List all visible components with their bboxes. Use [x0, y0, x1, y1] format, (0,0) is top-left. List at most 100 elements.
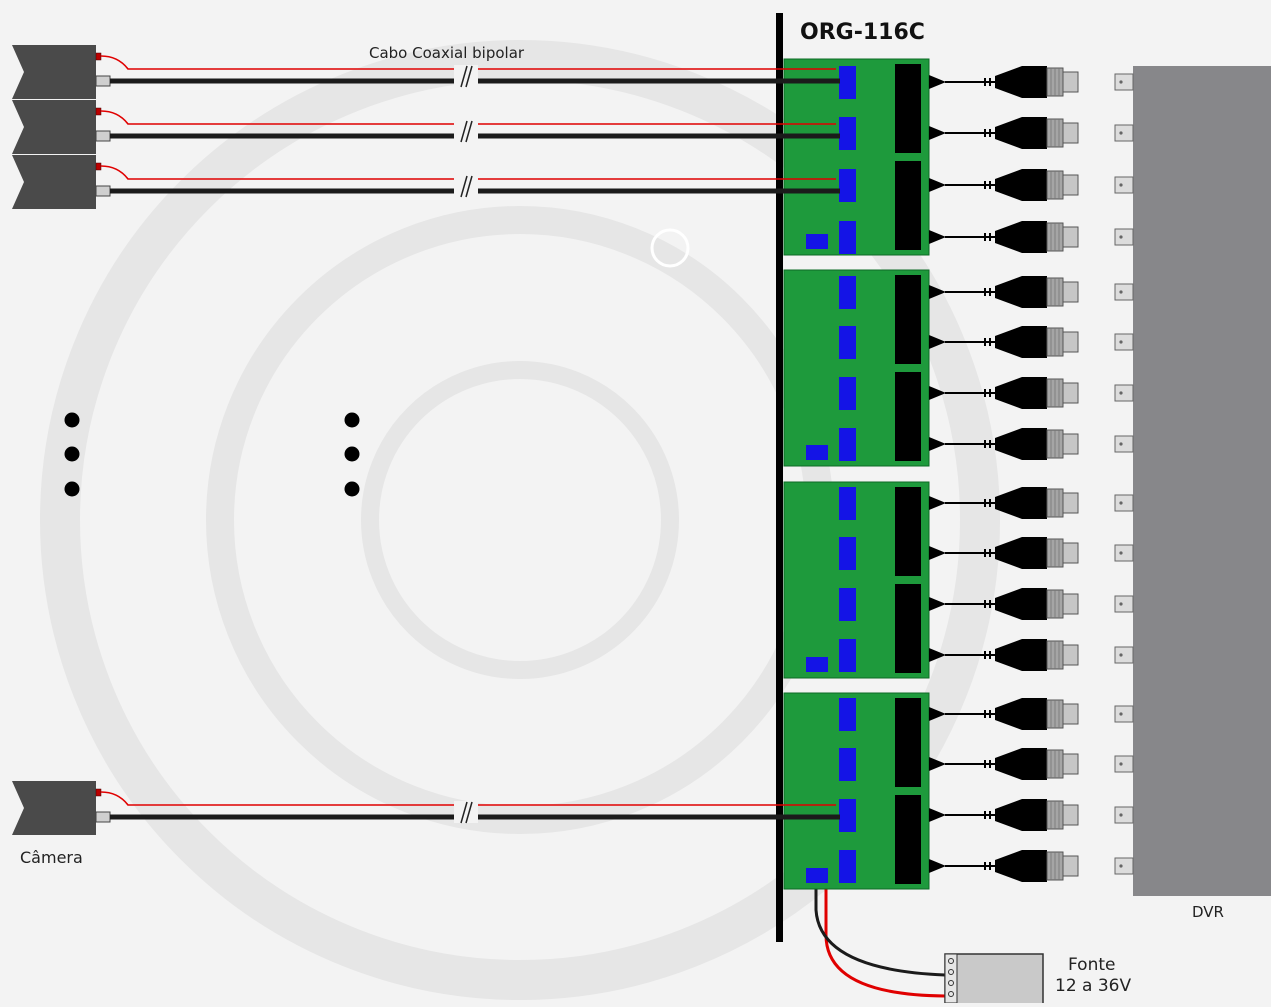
bnc-output-channel: [929, 66, 1079, 98]
output-arrow-icon: [929, 437, 946, 451]
balun-module: [839, 698, 856, 731]
bnc-output-channel: [929, 698, 1079, 730]
ellipsis-dots-icon: [344, 412, 360, 497]
wire-tick: [989, 78, 991, 86]
bnc-sleeve: [1062, 71, 1079, 93]
bnc-output-channel: [929, 117, 1079, 149]
dvr-input-connector-icon: [1114, 283, 1134, 301]
wire-tick: [984, 862, 986, 870]
bnc-sleeve: [1062, 753, 1079, 775]
dvr-bnc-input: [1114, 857, 1134, 875]
dvr-input-connector-icon: [1114, 73, 1134, 91]
dot: [344, 481, 360, 497]
camera-body: [38, 100, 96, 154]
bnc-sleeve: [1062, 226, 1079, 248]
wire-tick: [989, 811, 991, 819]
dvr-bnc-input: [1114, 333, 1134, 351]
bnc-plug-body: [995, 850, 1047, 882]
power-chip: [806, 445, 828, 460]
power-supply-label: Fonte: [1068, 955, 1116, 975]
dvr-input-connector-icon: [1114, 705, 1134, 723]
wire-tick: [984, 651, 986, 659]
balun-board: [783, 269, 930, 467]
cable-label: Cabo Coaxial bipolar: [369, 44, 525, 62]
cable-break-gap: [454, 175, 478, 197]
dvr-input-pin: [1119, 442, 1123, 446]
cable-break-gap: [454, 801, 478, 823]
connector-block: [895, 161, 921, 250]
dvr-bnc-input: [1114, 176, 1134, 194]
dvr-bnc-input: [1114, 435, 1134, 453]
bnc-output-channel: [929, 799, 1079, 831]
dvr-input-connector-icon: [1114, 646, 1134, 664]
dvr-input-connector-icon: [1114, 806, 1134, 824]
bnc-plug-body: [995, 326, 1047, 358]
wire-tick: [984, 129, 986, 137]
cable-break-gap: [454, 120, 478, 142]
balun-module: [839, 799, 856, 832]
wire-tick: [984, 78, 986, 86]
bnc-plug-body: [995, 748, 1047, 780]
dvr-input-pin: [1119, 501, 1123, 505]
camera-icon: [12, 781, 840, 835]
balun-board: [783, 481, 930, 679]
terminal-screw-icon: [948, 969, 954, 975]
output-arrow-icon: [929, 285, 946, 299]
bnc-plug-body: [995, 169, 1047, 201]
camera-power-connector: [95, 788, 102, 797]
connector-block: [895, 64, 921, 153]
output-arrow-icon: [929, 707, 946, 721]
dvr-input-connector-icon: [1114, 857, 1134, 875]
cable-break-icon: [465, 65, 473, 88]
wire-tick: [984, 600, 986, 608]
balun-module: [839, 748, 856, 781]
camera-body: [38, 155, 96, 209]
output-arrow-icon: [929, 808, 946, 822]
dvr-input-connector-icon: [1114, 494, 1134, 512]
terminal-screw-icon: [948, 980, 954, 986]
camera-body: [38, 45, 96, 99]
dot: [344, 412, 360, 428]
power-supply-terminal: [944, 953, 958, 1004]
balun-module: [839, 169, 856, 202]
cable-break-icon: [465, 801, 473, 824]
bnc-sleeve: [1062, 382, 1079, 404]
balun-module: [839, 850, 856, 883]
camera-lens: [12, 100, 38, 154]
bnc-plug-body: [995, 377, 1047, 409]
camera-power-connector: [95, 162, 102, 171]
dvr-input-connector-icon: [1114, 228, 1134, 246]
output-arrow-icon: [929, 546, 946, 560]
camera-icon: [12, 45, 840, 99]
bnc-output-channel: [929, 850, 1079, 882]
camera-lens: [12, 781, 38, 835]
bnc-output-channel: [929, 276, 1079, 308]
dvr-input-connector-icon: [1114, 176, 1134, 194]
dvr-bnc-input: [1114, 384, 1134, 402]
balun-module: [839, 588, 856, 621]
dvr-input-pin: [1119, 864, 1123, 868]
power-chip: [806, 868, 828, 883]
wire-tick: [984, 710, 986, 718]
product-title: ORG-116C: [800, 20, 925, 45]
connector-block: [895, 584, 921, 673]
cable-break-icon: [465, 120, 473, 143]
balun-board: [783, 58, 930, 256]
connector-block: [895, 372, 921, 461]
camera-body: [38, 781, 96, 835]
positive-wire: [100, 110, 836, 125]
output-arrow-icon: [929, 335, 946, 349]
camera-lens: [12, 155, 38, 209]
cable-break-icon: [465, 175, 473, 198]
dvr-bnc-input: [1114, 755, 1134, 773]
wire-tick: [989, 710, 991, 718]
power-positive-wire: [824, 885, 946, 998]
terminal-screw-icon: [948, 958, 954, 964]
bnc-sleeve: [1062, 331, 1079, 353]
wire-tick: [989, 651, 991, 659]
output-arrow-icon: [929, 178, 946, 192]
dvr-bnc-input: [1114, 646, 1134, 664]
bnc-sleeve: [1062, 433, 1079, 455]
